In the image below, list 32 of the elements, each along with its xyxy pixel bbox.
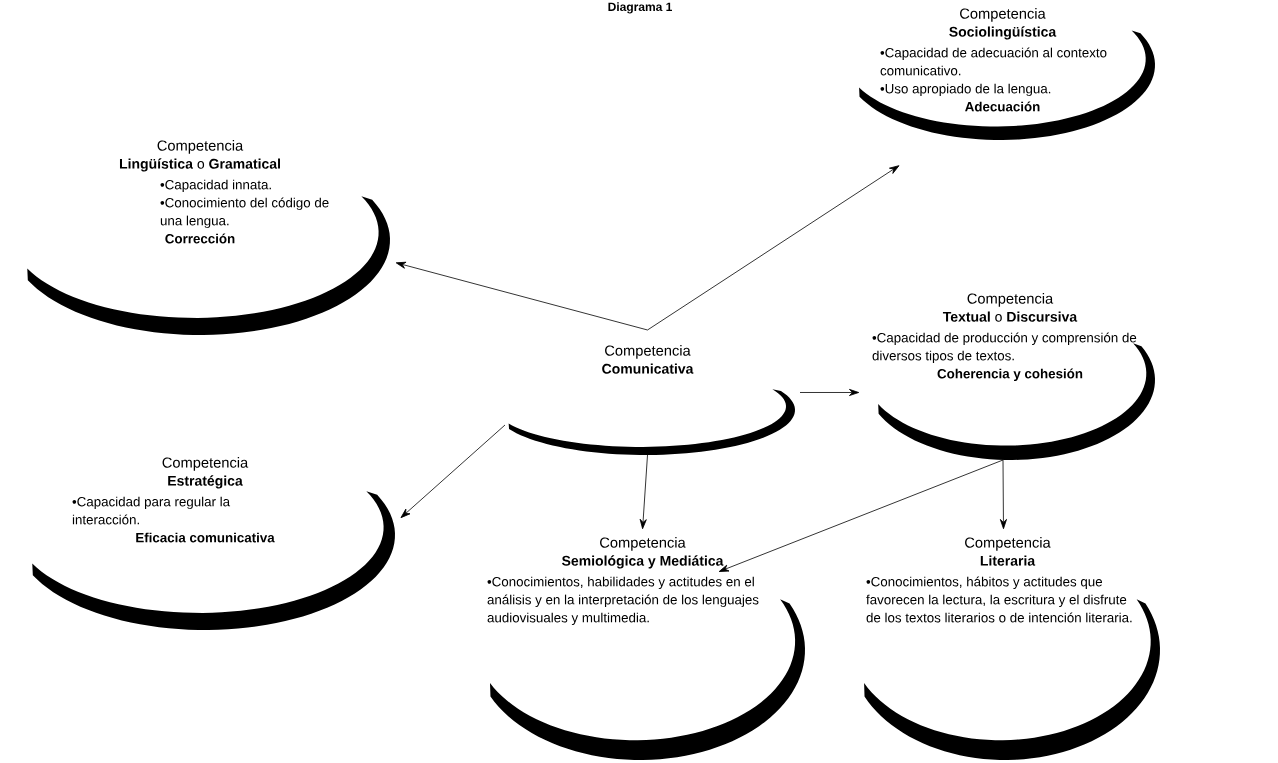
crescent-box: Competencia Sociolingüística •Capacidad de adecuación al contexto comunicativo. •Uso apropiado de la lengua. Adecuación: [859, 8, 1155, 140]
node-label: Competencia: [967, 293, 1054, 307]
node-label: •Capacidad de producción y comprensión de: [872, 332, 1137, 346]
crescent-box: Competencia Lingüística o Gramatical •Capacidad innata. •Conocimiento del código de una lengua. Corrección: [27, 140, 390, 335]
arrow: [999, 459, 1007, 530]
arrow: [799, 388, 860, 396]
arrow: [718, 459, 1004, 572]
crescent-box: Competencia Comunicativa: [508, 345, 795, 455]
node-label: Estratégica: [168, 475, 243, 489]
node-label: Comunicativa: [602, 363, 694, 374]
node-label: Textual o Discursiva: [942, 311, 1078, 322]
node-label: Competencia: [162, 457, 249, 471]
arrow: [395, 261, 648, 331]
node-label: Semiológica y Mediática: [561, 555, 724, 569]
arrow: [400, 424, 506, 519]
node-label: •Capacidad innata.: [160, 179, 271, 193]
node-label: •Conocimientos, habilidades y actitudes en el: [487, 576, 754, 590]
arrow: [639, 454, 648, 530]
crescent-box: Competencia Textual o Discursiva •Capacidad de producción y comprensión de diversos tipos de textos. Coherencia y cohesión: [872, 293, 1155, 460]
node-label: Competencia: [157, 140, 244, 154]
crescent-box: Competencia Estratégica •Capacidad para regular la interacción. Eficacia comunicativa: [32, 457, 395, 630]
node-label: Competencia: [960, 8, 1046, 22]
node-label: Competencia: [965, 537, 1051, 551]
node-label: Lingüística o Gramatical: [119, 158, 280, 172]
crescent-box: Competencia Literaria •Conocimientos, hábitos y actitudes que favorecen la lectura, la escritura y el disfrute de los textos literarios o de intención literaria.: [864, 537, 1160, 760]
diagram-title: Diagrama 1: [608, 2, 672, 14]
node-label: •Conocimientos, hábitos y actitudes que: [866, 576, 1103, 590]
crescent-box: Competencia Semiológica y Mediática •Conocimientos, habilidades y actitudes en el análisis y en la interpretación de los lenguajes audiovisuales y multimedia.: [487, 537, 805, 760]
node-label: Competencia: [605, 345, 691, 359]
arrow: [647, 165, 900, 331]
node-label: Competencia: [600, 537, 686, 551]
node-label: Literaria: [980, 555, 1036, 566]
